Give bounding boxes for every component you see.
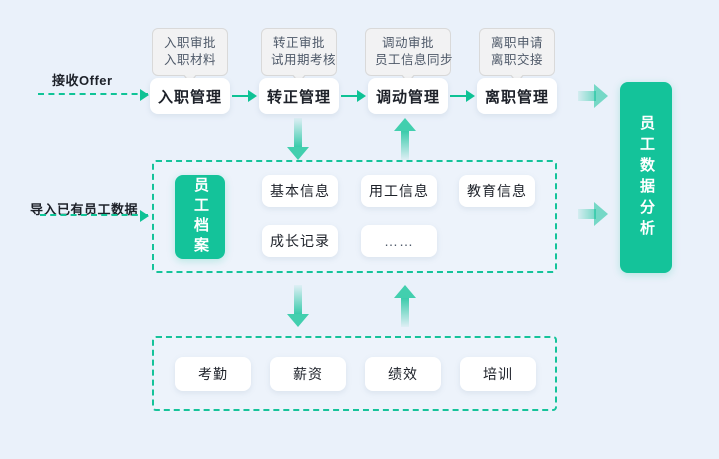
callout-tail-inner-icon (401, 73, 415, 82)
profile-card-growth-record[interactable]: 成长记录 (262, 225, 338, 257)
callout-line-2: 入职材料 (163, 53, 216, 67)
arrow-head-icon (140, 89, 149, 101)
module-card-payroll[interactable]: 薪资 (270, 357, 346, 391)
callout-line-2: 离职交接 (490, 53, 543, 67)
dashed-line (38, 93, 148, 95)
analysis-inflow-arrow-middle (578, 202, 608, 226)
employee-file-panel[interactable]: 员工档案 (175, 175, 225, 259)
arrow-down-to-modules (287, 285, 309, 327)
callout-regularization: 转正审批 试用期考核 (261, 28, 337, 84)
flow-step-offboarding[interactable]: 离职管理 (477, 78, 557, 114)
arrow-down-to-profile (287, 118, 309, 160)
flow-arrow-1 (232, 90, 257, 102)
callout-tail-inner-icon (292, 73, 306, 82)
profile-card-more[interactable]: …… (361, 225, 437, 257)
callout-offboarding: 离职申请 离职交接 (479, 28, 555, 84)
arrow-head-icon (594, 202, 608, 226)
arrow-line (450, 95, 467, 97)
entry-dashed-arrow (38, 89, 149, 101)
module-card-training[interactable]: 培训 (460, 357, 536, 391)
arrow-head-icon (287, 147, 309, 160)
analysis-panel[interactable]: 员工数据分析 (620, 82, 672, 273)
flow-step-transfer[interactable]: 调动管理 (368, 78, 448, 114)
arrow-shaft (578, 91, 596, 101)
callout-line-2: 员工信息同步 (375, 53, 454, 67)
arrow-shaft (401, 297, 409, 327)
arrow-head-icon (287, 314, 309, 327)
arrow-head-icon (394, 285, 416, 298)
arrow-shaft (578, 209, 596, 219)
entry-label: 接收Offer (52, 73, 113, 88)
dashed-line (40, 214, 148, 216)
import-dashed-arrow (40, 210, 149, 222)
callout-line-1: 离职申请 (490, 36, 543, 50)
callout-transfer: 调动审批 员工信息同步 (365, 28, 454, 84)
flow-arrow-3 (450, 90, 475, 102)
arrow-head-icon (394, 118, 416, 131)
module-card-attendance[interactable]: 考勤 (175, 357, 251, 391)
flow-step-onboarding[interactable]: 入职管理 (150, 78, 230, 114)
arrow-head-icon (466, 90, 475, 102)
callout-line-1: 入职审批 (163, 36, 216, 50)
arrow-shaft (294, 285, 302, 315)
arrow-head-icon (140, 210, 149, 222)
flow-arrow-2 (341, 90, 366, 102)
profile-card-education-info[interactable]: 教育信息 (459, 175, 535, 207)
arrow-shaft (294, 118, 302, 148)
arrow-shaft (401, 130, 409, 160)
arrow-head-icon (357, 90, 366, 102)
callout-tail-inner-icon (183, 73, 197, 82)
callout-onboarding: 入职审批 入职材料 (152, 28, 228, 84)
arrow-head-icon (248, 90, 257, 102)
import-label: 导入已有员工数据 (30, 202, 139, 217)
profile-card-employment-info[interactable]: 用工信息 (361, 175, 437, 207)
arrow-line (341, 95, 358, 97)
analysis-inflow-arrow-top (578, 84, 608, 108)
arrow-head-icon (594, 84, 608, 108)
callout-line-1: 转正审批 (272, 36, 325, 50)
arrow-up-to-profile (394, 285, 416, 327)
flow-step-regularization[interactable]: 转正管理 (259, 78, 339, 114)
module-card-performance[interactable]: 绩效 (365, 357, 441, 391)
profile-card-basic-info[interactable]: 基本信息 (262, 175, 338, 207)
arrow-up-to-flow (394, 118, 416, 160)
callout-line-2: 试用期考核 (271, 53, 337, 67)
callout-tail-inner-icon (510, 73, 524, 82)
arrow-line (232, 95, 249, 97)
callout-line-1: 调动审批 (381, 36, 434, 50)
